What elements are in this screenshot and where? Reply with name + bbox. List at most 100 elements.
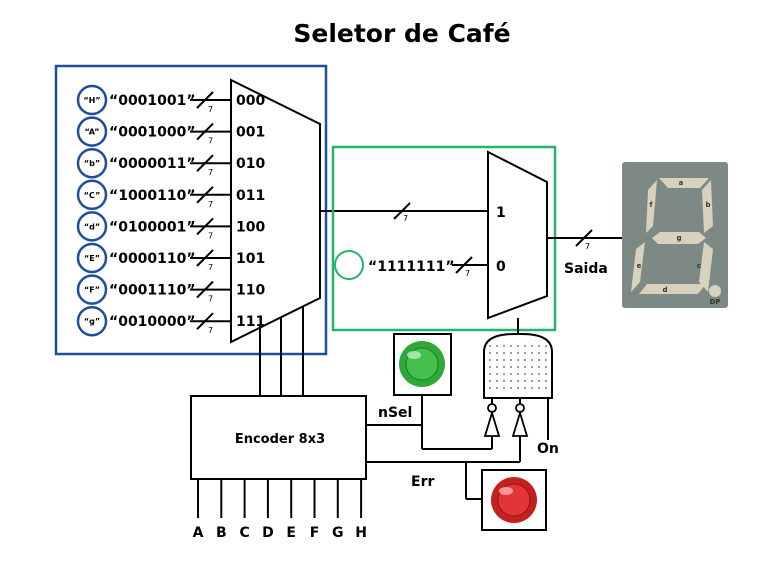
- code-label: “0000011”: [109, 156, 196, 172]
- bus-width-label: 7: [208, 200, 213, 209]
- segment-dp: [709, 285, 721, 297]
- select-code-label: 110: [236, 283, 265, 299]
- on-label: On: [537, 441, 559, 457]
- bus-slash: [196, 312, 214, 330]
- encoder-input-label: F: [310, 525, 320, 541]
- segment-label-e: e: [637, 262, 642, 270]
- mux2-input-0-label: 0: [496, 259, 506, 275]
- char-label: “g”: [84, 317, 100, 326]
- char-label: “d”: [84, 222, 100, 231]
- char-label: “b”: [84, 159, 100, 168]
- diagram-title: Seletor de Café: [293, 19, 510, 48]
- mux-input-row: “A” “0001000” 7 001: [76, 116, 265, 147]
- segment-label-b: b: [705, 201, 710, 209]
- select-code-label: 010: [236, 156, 265, 172]
- mux-8to1: [230, 78, 321, 344]
- char-circle: [76, 84, 108, 116]
- mux-2to1: [487, 150, 548, 320]
- bus-slash: [575, 229, 593, 247]
- mux-input-row: “g” “0010000” 7 111: [76, 305, 265, 337]
- bus-slash: [393, 202, 411, 220]
- bus-width-label: 7: [208, 105, 213, 114]
- output-label: Saida: [564, 261, 608, 277]
- segment-label-dp: DP: [710, 298, 721, 306]
- segment-label-a: a: [679, 179, 684, 187]
- bus-width-label: 7: [208, 137, 213, 146]
- code-label: “0010000”: [109, 314, 196, 330]
- bus-width-label: 7: [208, 263, 213, 272]
- mux-input-row: “E” “0000110” 7 101: [76, 242, 265, 274]
- const-code: “1111111”: [368, 259, 455, 275]
- segment-label-c: c: [697, 262, 701, 270]
- char-circle: [76, 147, 108, 179]
- bus-width-label: 7: [403, 214, 408, 223]
- code-label: “0001110”: [109, 283, 196, 299]
- err-label: Err: [411, 474, 434, 490]
- select-code-label: 101: [236, 251, 265, 267]
- code-label: “0100001”: [109, 219, 196, 235]
- char-label: “A”: [85, 128, 100, 137]
- char-label: “F”: [84, 286, 100, 295]
- and-gate: [483, 333, 553, 399]
- bus-width-label: 7: [208, 168, 213, 177]
- seven-segment-display: a b c d e f g DP: [622, 162, 728, 308]
- char-label: “C”: [84, 191, 101, 200]
- select-code-label: 111: [236, 314, 265, 330]
- char-circle: [76, 116, 108, 147]
- bus-slash: [455, 256, 473, 274]
- bus-width-label: 7: [585, 242, 590, 251]
- green-led: [393, 333, 452, 396]
- encoder-input-label: E: [286, 525, 296, 541]
- segment-label-g: g: [676, 234, 681, 242]
- bus-slash: [196, 280, 214, 299]
- encoder-input-label: G: [332, 525, 344, 541]
- bus-slash: [196, 217, 214, 236]
- gate-dot-pattern: [489, 345, 547, 389]
- const-indicator-circle: [334, 250, 364, 280]
- segment-e: [631, 242, 645, 292]
- char-circle: [76, 211, 108, 242]
- mux-input-row: “C” “1000110” 7 011: [76, 179, 265, 211]
- encoder-8x3: [190, 395, 367, 480]
- inverter-1: [483, 409, 501, 437]
- encoder-input-label: H: [355, 525, 367, 541]
- code-label: “0001000”: [109, 125, 196, 141]
- segment-a: [659, 178, 709, 188]
- inverter-2: [511, 409, 529, 437]
- encoder-input-label: D: [262, 525, 274, 541]
- nsel-label: nSel: [378, 405, 412, 421]
- red-led: [481, 469, 547, 531]
- bus-width-label: 7: [465, 269, 470, 278]
- bus-width-label: 7: [208, 231, 213, 240]
- encoder-input-label: C: [239, 525, 249, 541]
- bus-slash: [196, 91, 214, 109]
- char-circle: [76, 274, 108, 305]
- code-label: “0001001”: [109, 93, 196, 109]
- segment-d: [639, 284, 706, 294]
- bus-slash: [196, 154, 214, 172]
- segment-label-f: f: [649, 201, 653, 209]
- bus-width-label: 7: [208, 295, 213, 304]
- char-label: “E”: [84, 254, 100, 263]
- code-label: “0000110”: [109, 251, 196, 267]
- segment-c: [699, 242, 713, 292]
- char-circle: [76, 179, 108, 211]
- select-code-label: 001: [236, 125, 265, 141]
- char-circle: [76, 305, 108, 337]
- select-code-label: 000: [236, 93, 265, 109]
- mux-input-row: “b” “0000011” 7 010: [76, 147, 265, 179]
- select-code-label: 011: [236, 188, 265, 204]
- encoder-label: Encoder 8x3: [235, 432, 325, 447]
- segment-f: [646, 180, 657, 233]
- mux2-input-1-label: 1: [496, 205, 506, 221]
- bus-width-label: 7: [208, 326, 213, 335]
- mux-input-row: “F” “0001110” 7 110: [76, 274, 265, 305]
- bus-slash: [196, 186, 214, 204]
- encoder-input-label: A: [193, 525, 204, 541]
- segment-label-d: d: [662, 286, 667, 294]
- code-label: “1000110”: [109, 188, 196, 204]
- char-circle: [76, 242, 108, 274]
